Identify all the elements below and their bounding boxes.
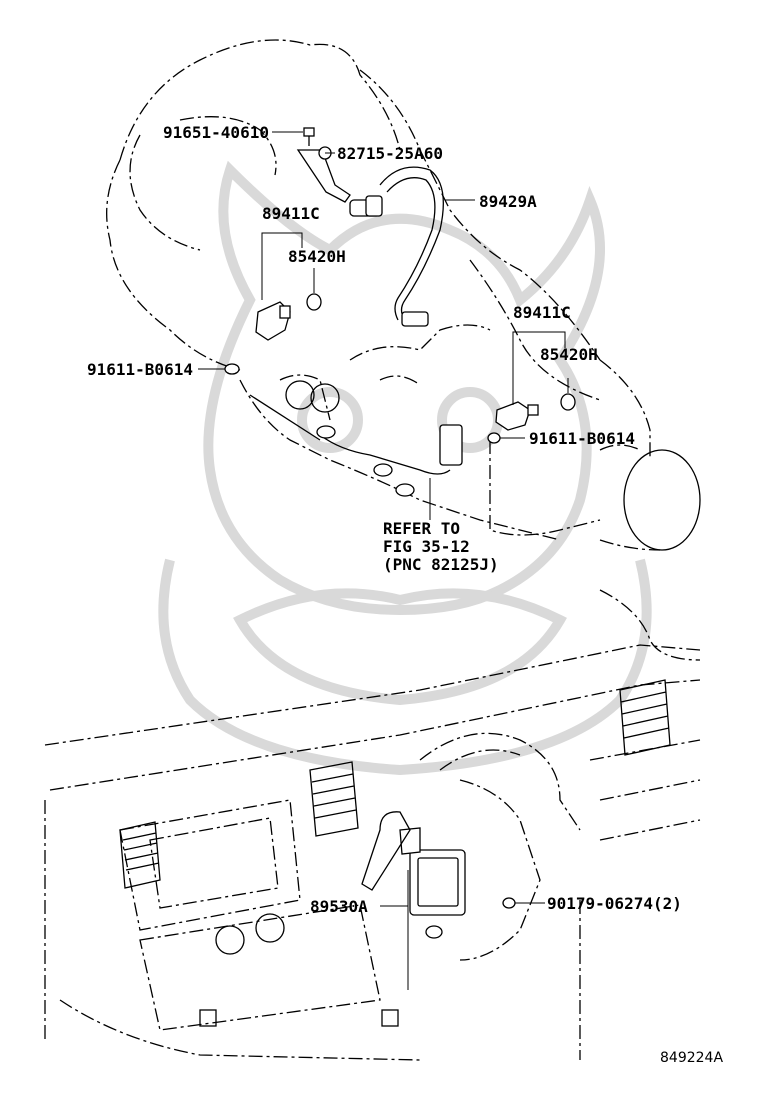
label-refer-line2: FIG 35-12 [383,537,470,556]
bolt-left-part [224,363,240,375]
leader-lines [198,131,569,990]
label-oring-right: 85420H [540,345,598,364]
label-sensor-right: 89411C [513,303,571,322]
steering-column [361,779,541,961]
label-oring-upper: 85420H [288,247,346,266]
harness-connectors [249,394,463,497]
bolt-top-part [303,127,315,146]
speed-sensor-right [487,393,576,444]
speed-sensor-upper [255,293,322,341]
label-bracket: 82715-25A60 [337,144,443,163]
air-vents [119,679,671,889]
watermark-emblem [158,160,652,776]
label-bolt-left: 91611-B0614 [87,360,193,379]
label-harness: 89429A [479,192,537,211]
wire-harness [349,166,444,327]
transmission-outline [106,39,701,551]
ecu-unit [399,827,516,939]
label-sensor-upper: 89411C [262,204,320,223]
label-screw: 90179-06274(2) [547,894,682,913]
label-refer-line3: (PNC 82125J) [383,555,499,574]
label-bolt-right: 91611-B0614 [529,429,635,448]
label-refer-line1: REFER TO [383,519,460,538]
label-bolt-top: 91651-40610 [163,123,269,142]
dashboard-outline [44,589,701,1061]
figure-id: 849224A [660,1050,723,1066]
label-ecu: 89530A [310,897,368,916]
